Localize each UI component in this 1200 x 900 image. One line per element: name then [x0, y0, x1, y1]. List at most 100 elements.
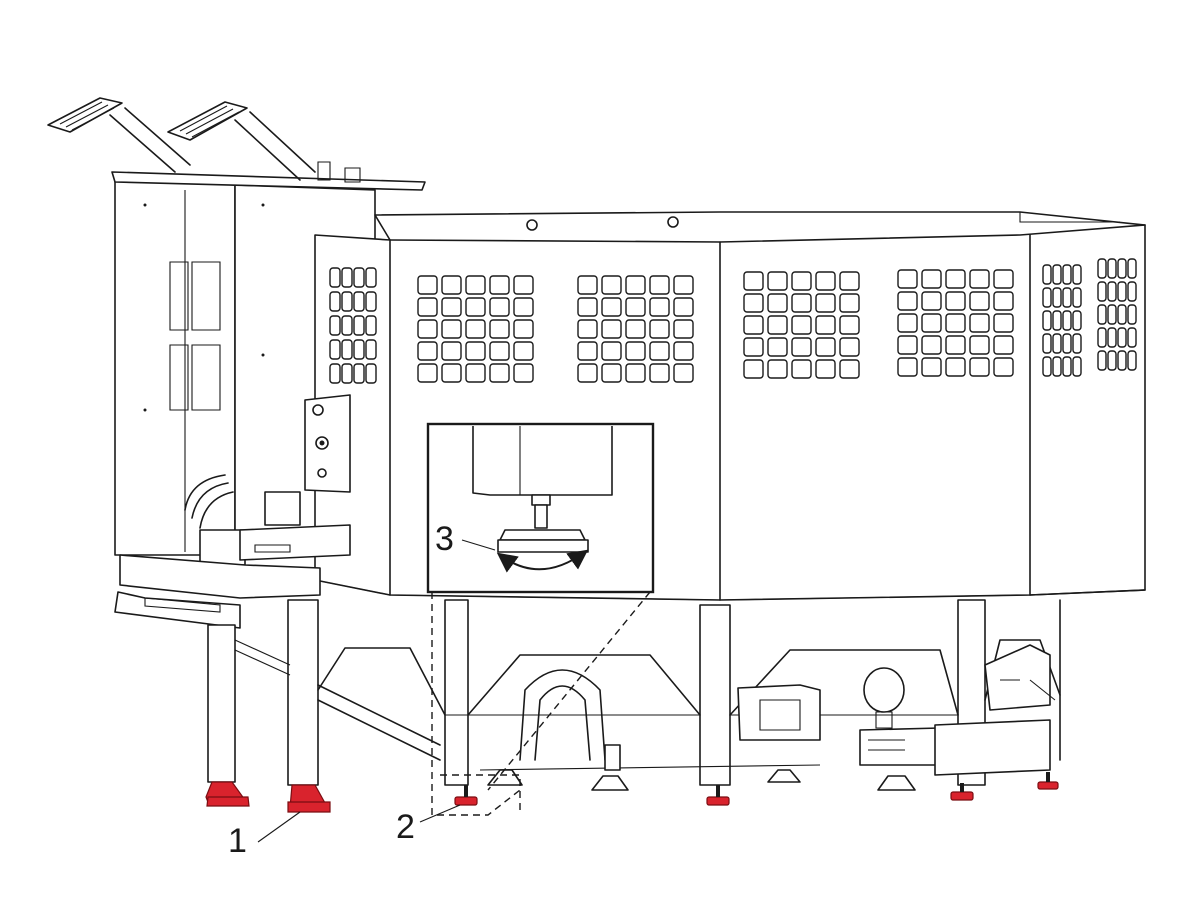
vent-slot [365, 291, 377, 312]
vent-grids [329, 258, 1137, 384]
vent-slot [625, 297, 646, 317]
vent-slot [993, 291, 1014, 311]
vent-slot [1062, 264, 1072, 285]
vent-slot [601, 297, 622, 317]
vent-slot [743, 293, 764, 313]
vent-slot [767, 359, 788, 379]
vent-slot [341, 267, 353, 288]
vent-slot [993, 313, 1014, 333]
vent-slot [601, 319, 622, 339]
vent-slot [417, 297, 438, 317]
vent-slot [743, 315, 764, 335]
vent-slot [921, 313, 942, 333]
vent-slot [1052, 287, 1062, 308]
vent-slot [441, 319, 462, 339]
vent-slot [513, 319, 534, 339]
vent-slot [993, 269, 1014, 289]
vent-slot [1042, 287, 1052, 308]
vent-slot [1072, 287, 1082, 308]
vent-slot [1042, 264, 1052, 285]
vent-slot [921, 335, 942, 355]
vent-slot [341, 363, 353, 384]
vent-slot [649, 275, 670, 295]
vent-slot [649, 319, 670, 339]
vent-slot [341, 291, 353, 312]
callout-leaders [257, 804, 461, 843]
vent-slot [897, 357, 918, 377]
vent-slot [329, 339, 341, 360]
vent-slot [441, 363, 462, 383]
vent-slot [969, 313, 990, 333]
vent-slot [329, 267, 341, 288]
vent-slot [1042, 310, 1052, 331]
vent-slot [1072, 264, 1082, 285]
leveling-feet [205, 772, 1059, 813]
vent-slot [353, 339, 365, 360]
leveling-foot-small [706, 785, 730, 806]
vent-slot [353, 363, 365, 384]
vent-slot [945, 269, 966, 289]
standard-feet [487, 769, 916, 791]
vent-slot [673, 341, 694, 361]
vent-slot [513, 275, 534, 295]
callout-3: 3 [435, 520, 454, 558]
vent-slot [649, 297, 670, 317]
vent-slot [353, 315, 365, 336]
vent-slot [1107, 304, 1117, 325]
vent-slot [815, 293, 836, 313]
vent-slot [489, 341, 510, 361]
vent-slot [329, 363, 341, 384]
leveling-foot-small [950, 783, 974, 801]
vent-slot [839, 359, 860, 379]
vent-slot [1072, 333, 1082, 354]
vent-slot [969, 269, 990, 289]
vent-slot [489, 319, 510, 339]
vent-slot [577, 363, 598, 383]
vent-slot [365, 363, 377, 384]
vent-slot [365, 339, 377, 360]
vent-slot [921, 357, 942, 377]
vent-slot [417, 275, 438, 295]
vent-slot [839, 337, 860, 357]
vent-slot [743, 359, 764, 379]
vent-slot [601, 275, 622, 295]
vent-slot [465, 275, 486, 295]
vent-slot [815, 271, 836, 291]
vent-slot [1117, 281, 1127, 302]
vent-slot [815, 337, 836, 357]
vent-slot [1097, 258, 1107, 279]
vent-slot [465, 319, 486, 339]
detail-inset [426, 422, 655, 594]
vent-slot [743, 337, 764, 357]
vent-slot [1042, 333, 1052, 354]
vent-slot [577, 319, 598, 339]
vent-slot [577, 341, 598, 361]
leveling-foot-large-callout-1 [287, 784, 331, 813]
vent-slot [1097, 281, 1107, 302]
leveling-foot-small [1037, 772, 1059, 790]
vent-slot [1097, 327, 1107, 348]
vent-slot [673, 297, 694, 317]
vent-slot [625, 341, 646, 361]
vent-slot [1117, 350, 1127, 371]
vent-slot [815, 359, 836, 379]
vent-slot [945, 335, 966, 355]
vent-slot [1062, 356, 1072, 377]
vent-slot [489, 297, 510, 317]
vent-slot [839, 315, 860, 335]
vent-slot [897, 313, 918, 333]
vent-slot [353, 267, 365, 288]
vent-slot [791, 315, 812, 335]
vent-slot [767, 271, 788, 291]
vent-slot [767, 293, 788, 313]
vent-slot [1107, 350, 1117, 371]
curved-double-arrow-icon [496, 549, 589, 573]
vent-slot [649, 341, 670, 361]
vent-slot [897, 269, 918, 289]
vent-slot [1052, 310, 1062, 331]
vent-slot [1107, 327, 1117, 348]
vent-slot [341, 315, 353, 336]
vent-slot [1062, 310, 1072, 331]
vent-slot [577, 275, 598, 295]
vent-slot [815, 315, 836, 335]
